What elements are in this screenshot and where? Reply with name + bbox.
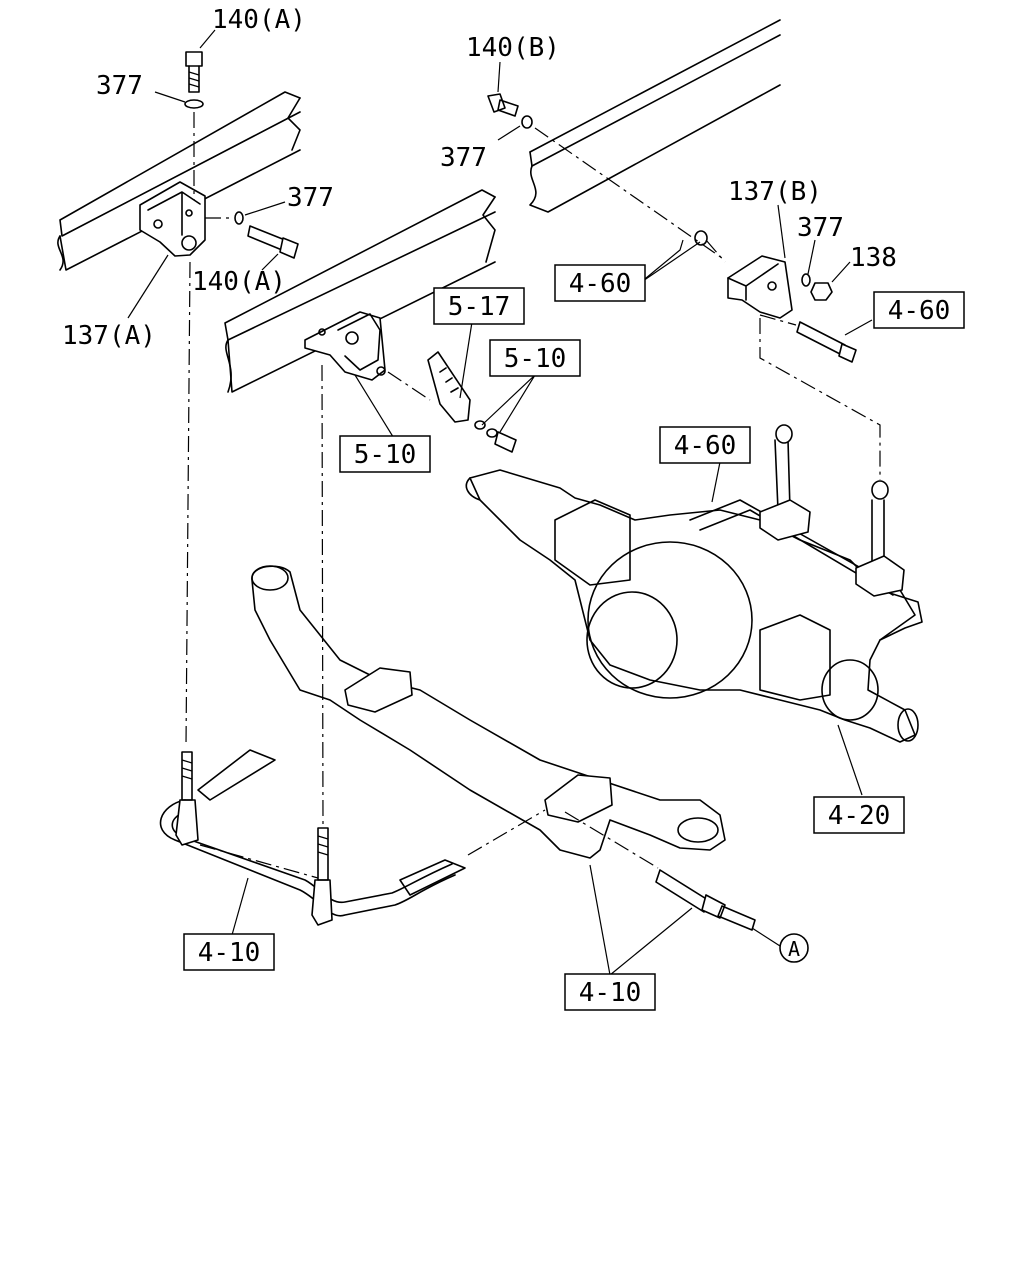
label-140a-top: 140(A) [212,5,306,35]
bolt-140a-side [234,211,299,259]
ref-box-4-60-axle: 4-60 [659,426,751,464]
pin-assembly [655,869,756,931]
bolt-140b [487,93,533,129]
ref-box-4-60-right: 4-60 [873,291,965,329]
ref-box-4-20: 4-20 [813,796,905,834]
ref-box-5-10-left: 5-10 [339,435,431,473]
label-137a: 137(A) [62,321,156,351]
ref-box-5-10-right: 5-10 [489,339,581,377]
bracket-137a [139,181,206,257]
ref-box-4-10-right: 4-10 [564,973,656,1011]
sensor-5-17 [427,351,517,453]
ref-box-5-17-text: 5-17 [448,292,511,322]
ref-box-4-60-right-text: 4-60 [888,296,951,326]
front-stabilizer-bar [159,749,466,926]
label-377-top: 377 [96,71,143,101]
frame-rail-right [529,19,781,213]
circle-ref-a-text: A [788,937,800,961]
center-lines [185,112,881,879]
label-377-r: 377 [797,213,844,243]
frame-rail-middle [224,189,496,393]
front-axle [251,565,726,859]
ref-box-5-10-left-text: 5-10 [354,440,417,470]
ref-box-4-10-left-text: 4-10 [198,938,261,968]
ref-box-5-17: 5-17 [433,287,525,325]
bracket-middle [304,311,386,381]
ref-box-4-20-text: 4-20 [828,801,891,831]
ref-box-4-60-left: 4-60 [554,264,646,302]
ref-box-4-10-left: 4-10 [183,933,275,971]
rear-stabilizer-links [759,424,905,597]
label-138: 138 [850,243,897,273]
bracket-137b [694,230,857,363]
frame-rail-left [57,91,301,271]
ref-box-4-60-left-text: 4-60 [569,269,632,299]
rear-axle [465,469,923,743]
label-377-b: 377 [440,143,487,173]
leader-lines [127,29,873,976]
label-140b: 140(B) [466,33,560,63]
label-140a-mid: 140(A) [192,267,286,297]
label-377-mid: 377 [287,183,334,213]
bolt-140a-top [184,51,204,109]
label-137b: 137(B) [728,177,822,207]
ref-box-4-10-right-text: 4-10 [579,978,642,1008]
ref-box-4-60-axle-text: 4-60 [674,431,737,461]
circle-ref-a: A [779,933,809,963]
ref-box-5-10-right-text: 5-10 [504,344,567,374]
